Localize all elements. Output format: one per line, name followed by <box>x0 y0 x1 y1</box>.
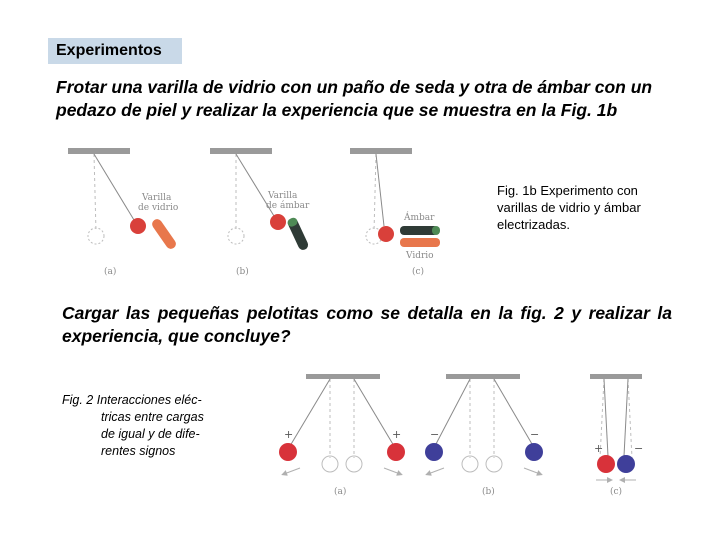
ceiling-support <box>590 374 642 379</box>
red-ball <box>597 455 615 473</box>
repulsion-arrow <box>425 467 445 476</box>
ceiling-support <box>68 148 130 154</box>
thread <box>289 378 331 447</box>
ceiling-support <box>446 374 520 379</box>
plus-sign: + <box>284 428 293 441</box>
red-ball <box>378 226 394 242</box>
thread <box>93 153 135 221</box>
experiments-heading: Experimentos <box>48 38 182 64</box>
amber-rod-horizontal <box>400 226 440 235</box>
thread <box>353 378 395 447</box>
minus-sign: − <box>530 428 539 441</box>
thread <box>603 378 609 457</box>
repulsion-arrow <box>383 467 403 476</box>
red-ball <box>387 443 405 461</box>
panel-a-label: (a) <box>104 266 116 277</box>
caption-line-2: tricas entre cargas <box>101 410 204 424</box>
figure-2-caption: Fig. 2 Interacciones eléc- tricas entre … <box>62 392 240 460</box>
fig1-panel-c: Ámbar Vidrio (c) <box>350 148 440 277</box>
fig1-panel-b: Varilla de ámbar (b) <box>210 148 310 277</box>
blue-ball <box>617 455 635 473</box>
panel-c-label: (c) <box>610 486 622 497</box>
glass-rod-horizontal <box>400 238 440 247</box>
intro-paragraph: Frotar una varilla de vidrio con un paño… <box>56 77 653 120</box>
figure-1b-caption: Fig. 1b Experimento con varillas de vidr… <box>497 183 641 232</box>
ceiling-support <box>306 374 380 379</box>
figure-2: + + (a) − − (b) + − (c) <box>279 374 643 497</box>
caption-line-3: de igual y de dife- <box>101 427 200 441</box>
glass-rod <box>152 219 176 249</box>
red-ball <box>270 214 286 230</box>
thread <box>493 378 533 445</box>
rest-ball-outline <box>227 227 245 245</box>
fig1-panel-a: Varilla de vidrio (a) <box>68 148 178 277</box>
amber-rod <box>287 217 309 250</box>
caption-line-4: rentes signos <box>101 444 176 458</box>
figure-1b: Varilla de vidrio (a) Varilla de ámbar (… <box>68 148 440 277</box>
ceiling-support <box>210 148 272 154</box>
red-ball <box>130 218 146 234</box>
panel-b-label: (b) <box>482 486 495 497</box>
red-ball <box>279 443 297 461</box>
thread <box>235 153 275 217</box>
panel-c-label: (c) <box>412 266 424 277</box>
glass-label: Vidrio <box>405 251 434 261</box>
rest-ball-outline <box>321 455 339 473</box>
repulsion-arrow <box>281 467 301 476</box>
rest-ball-outline <box>485 455 503 473</box>
fig2-panel-a: + + (a) <box>279 374 405 497</box>
minus-sign: − <box>430 428 439 441</box>
blue-ball <box>525 443 543 461</box>
glass-rod-label-1: Varilla <box>141 193 172 203</box>
fig2-panel-b: − − (b) <box>425 374 543 497</box>
rest-ball-outline <box>461 455 479 473</box>
rest-ball-outline <box>87 227 105 245</box>
rest-ball-outline <box>345 455 363 473</box>
blue-ball <box>425 443 443 461</box>
amber-rod-label-1: Varilla <box>267 191 298 201</box>
minus-sign: − <box>634 442 643 455</box>
amber-label: Ámbar <box>403 211 435 223</box>
glass-rod-label-2: de vidrio <box>138 203 178 213</box>
repulsion-arrow <box>523 467 543 476</box>
ceiling-support <box>350 148 412 154</box>
thread <box>375 153 385 227</box>
thread <box>623 378 629 457</box>
plus-sign: + <box>594 442 603 455</box>
plus-sign: + <box>392 428 401 441</box>
panel-a-label: (a) <box>334 486 346 497</box>
second-paragraph: Cargar las pequeñas pelotitas como se de… <box>62 303 672 346</box>
fig2-panel-c: + − (c) <box>590 374 643 497</box>
panel-b-label: (b) <box>236 266 249 277</box>
caption-line-1: Fig. 2 Interacciones eléc- <box>62 393 202 407</box>
thread <box>435 378 471 445</box>
amber-rod-label-2: de ámbar <box>266 200 310 211</box>
